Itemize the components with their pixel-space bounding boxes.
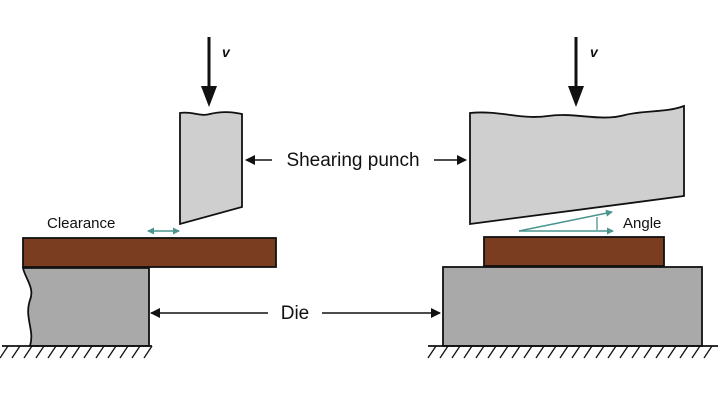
shearing-punch-right bbox=[469, 104, 685, 226]
velocity-label-left: v bbox=[222, 44, 231, 60]
ground-hatch-left bbox=[0, 345, 153, 359]
angle-indicator bbox=[518, 209, 614, 235]
sheet-metal-left bbox=[22, 237, 277, 268]
sheet-metal-right bbox=[483, 236, 665, 267]
angle-label: Angle bbox=[623, 215, 661, 232]
shearing-punch-left bbox=[179, 111, 243, 226]
clearance-label: Clearance bbox=[47, 215, 115, 232]
shearing-punch-label: Shearing punch bbox=[286, 150, 419, 171]
velocity-label-right: v bbox=[590, 44, 599, 60]
punch-label-bg bbox=[272, 147, 434, 171]
ground-hatch-right bbox=[427, 345, 718, 359]
die-label: Die bbox=[281, 303, 310, 324]
velocity-arrow-left bbox=[201, 37, 217, 107]
die-left bbox=[21, 267, 150, 347]
die-right bbox=[442, 266, 703, 347]
velocity-arrow-right bbox=[568, 37, 584, 107]
die-label-bg bbox=[268, 300, 322, 324]
